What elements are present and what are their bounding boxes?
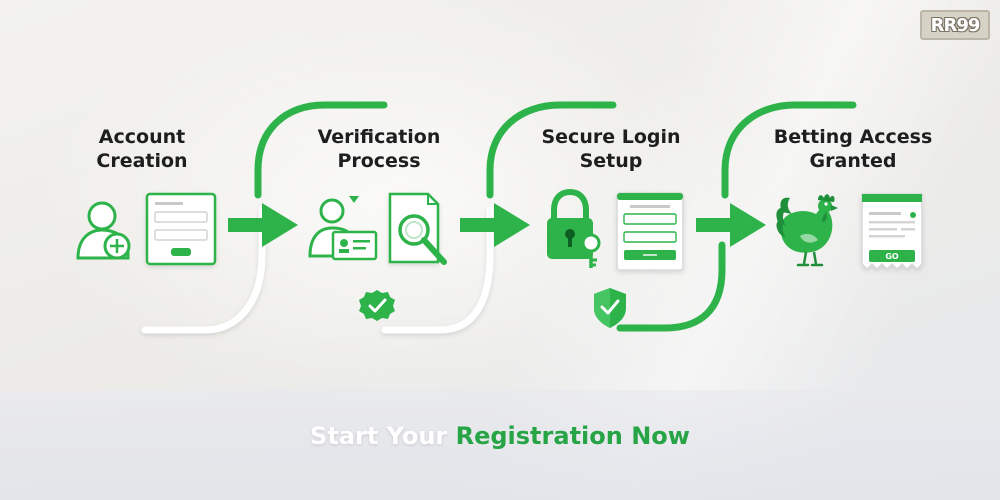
cta-highlight: Registration Now bbox=[455, 422, 690, 450]
step-2-title: Verification Process bbox=[279, 125, 479, 173]
green-curve-2 bbox=[486, 101, 617, 199]
document-search-icon bbox=[388, 192, 447, 265]
user-add-icon bbox=[76, 201, 131, 260]
check-badge-icon bbox=[359, 290, 395, 321]
step-1-title-line-2: Creation bbox=[96, 150, 188, 172]
step-2-title-line-2: Process bbox=[337, 150, 421, 172]
step-2-title-line-1: Verification bbox=[317, 126, 441, 148]
step-1-title-line-1: Account bbox=[98, 126, 186, 148]
arrow-1 bbox=[228, 203, 298, 247]
step-1-title: Account Creation bbox=[42, 125, 242, 173]
white-connector-curves bbox=[141, 206, 494, 334]
step-4-title-line-2: Granted bbox=[809, 150, 897, 172]
cta-prefix: Start Your bbox=[310, 422, 456, 450]
arrow-3 bbox=[696, 203, 766, 247]
rooster-icon bbox=[776, 194, 838, 267]
green-curve-4 bbox=[616, 241, 726, 332]
id-card-icon bbox=[308, 196, 378, 261]
step-3-title-line-1: Secure Login bbox=[541, 126, 681, 148]
login-form-icon bbox=[616, 192, 684, 271]
shield-check-icon bbox=[594, 288, 626, 328]
white-curve-1 bbox=[141, 206, 266, 334]
step-4-title-line-1: Betting Access bbox=[773, 126, 933, 148]
green-curve-3 bbox=[721, 101, 857, 199]
mobile-bet-slip-icon: GO bbox=[861, 193, 923, 271]
brand-logo-text: RR99 bbox=[930, 14, 981, 36]
green-connector-curves bbox=[254, 101, 857, 332]
registration-form-icon bbox=[145, 192, 217, 266]
brand-logo: RR99 bbox=[920, 10, 990, 40]
flow-arrows bbox=[228, 203, 766, 247]
green-curve-1 bbox=[254, 101, 388, 199]
white-curve-2 bbox=[381, 206, 494, 334]
bottom-band bbox=[0, 390, 1000, 500]
padlock-key-icon bbox=[547, 188, 601, 268]
step-3-title-line-2: Setup bbox=[579, 150, 643, 172]
arrow-2 bbox=[460, 203, 530, 247]
go-button-label: GO bbox=[885, 252, 899, 261]
step-4-title: Betting Access Granted bbox=[753, 125, 953, 173]
call-to-action-text: Start Your Registration Now bbox=[0, 420, 1000, 452]
step-3-title: Secure Login Setup bbox=[511, 125, 711, 173]
